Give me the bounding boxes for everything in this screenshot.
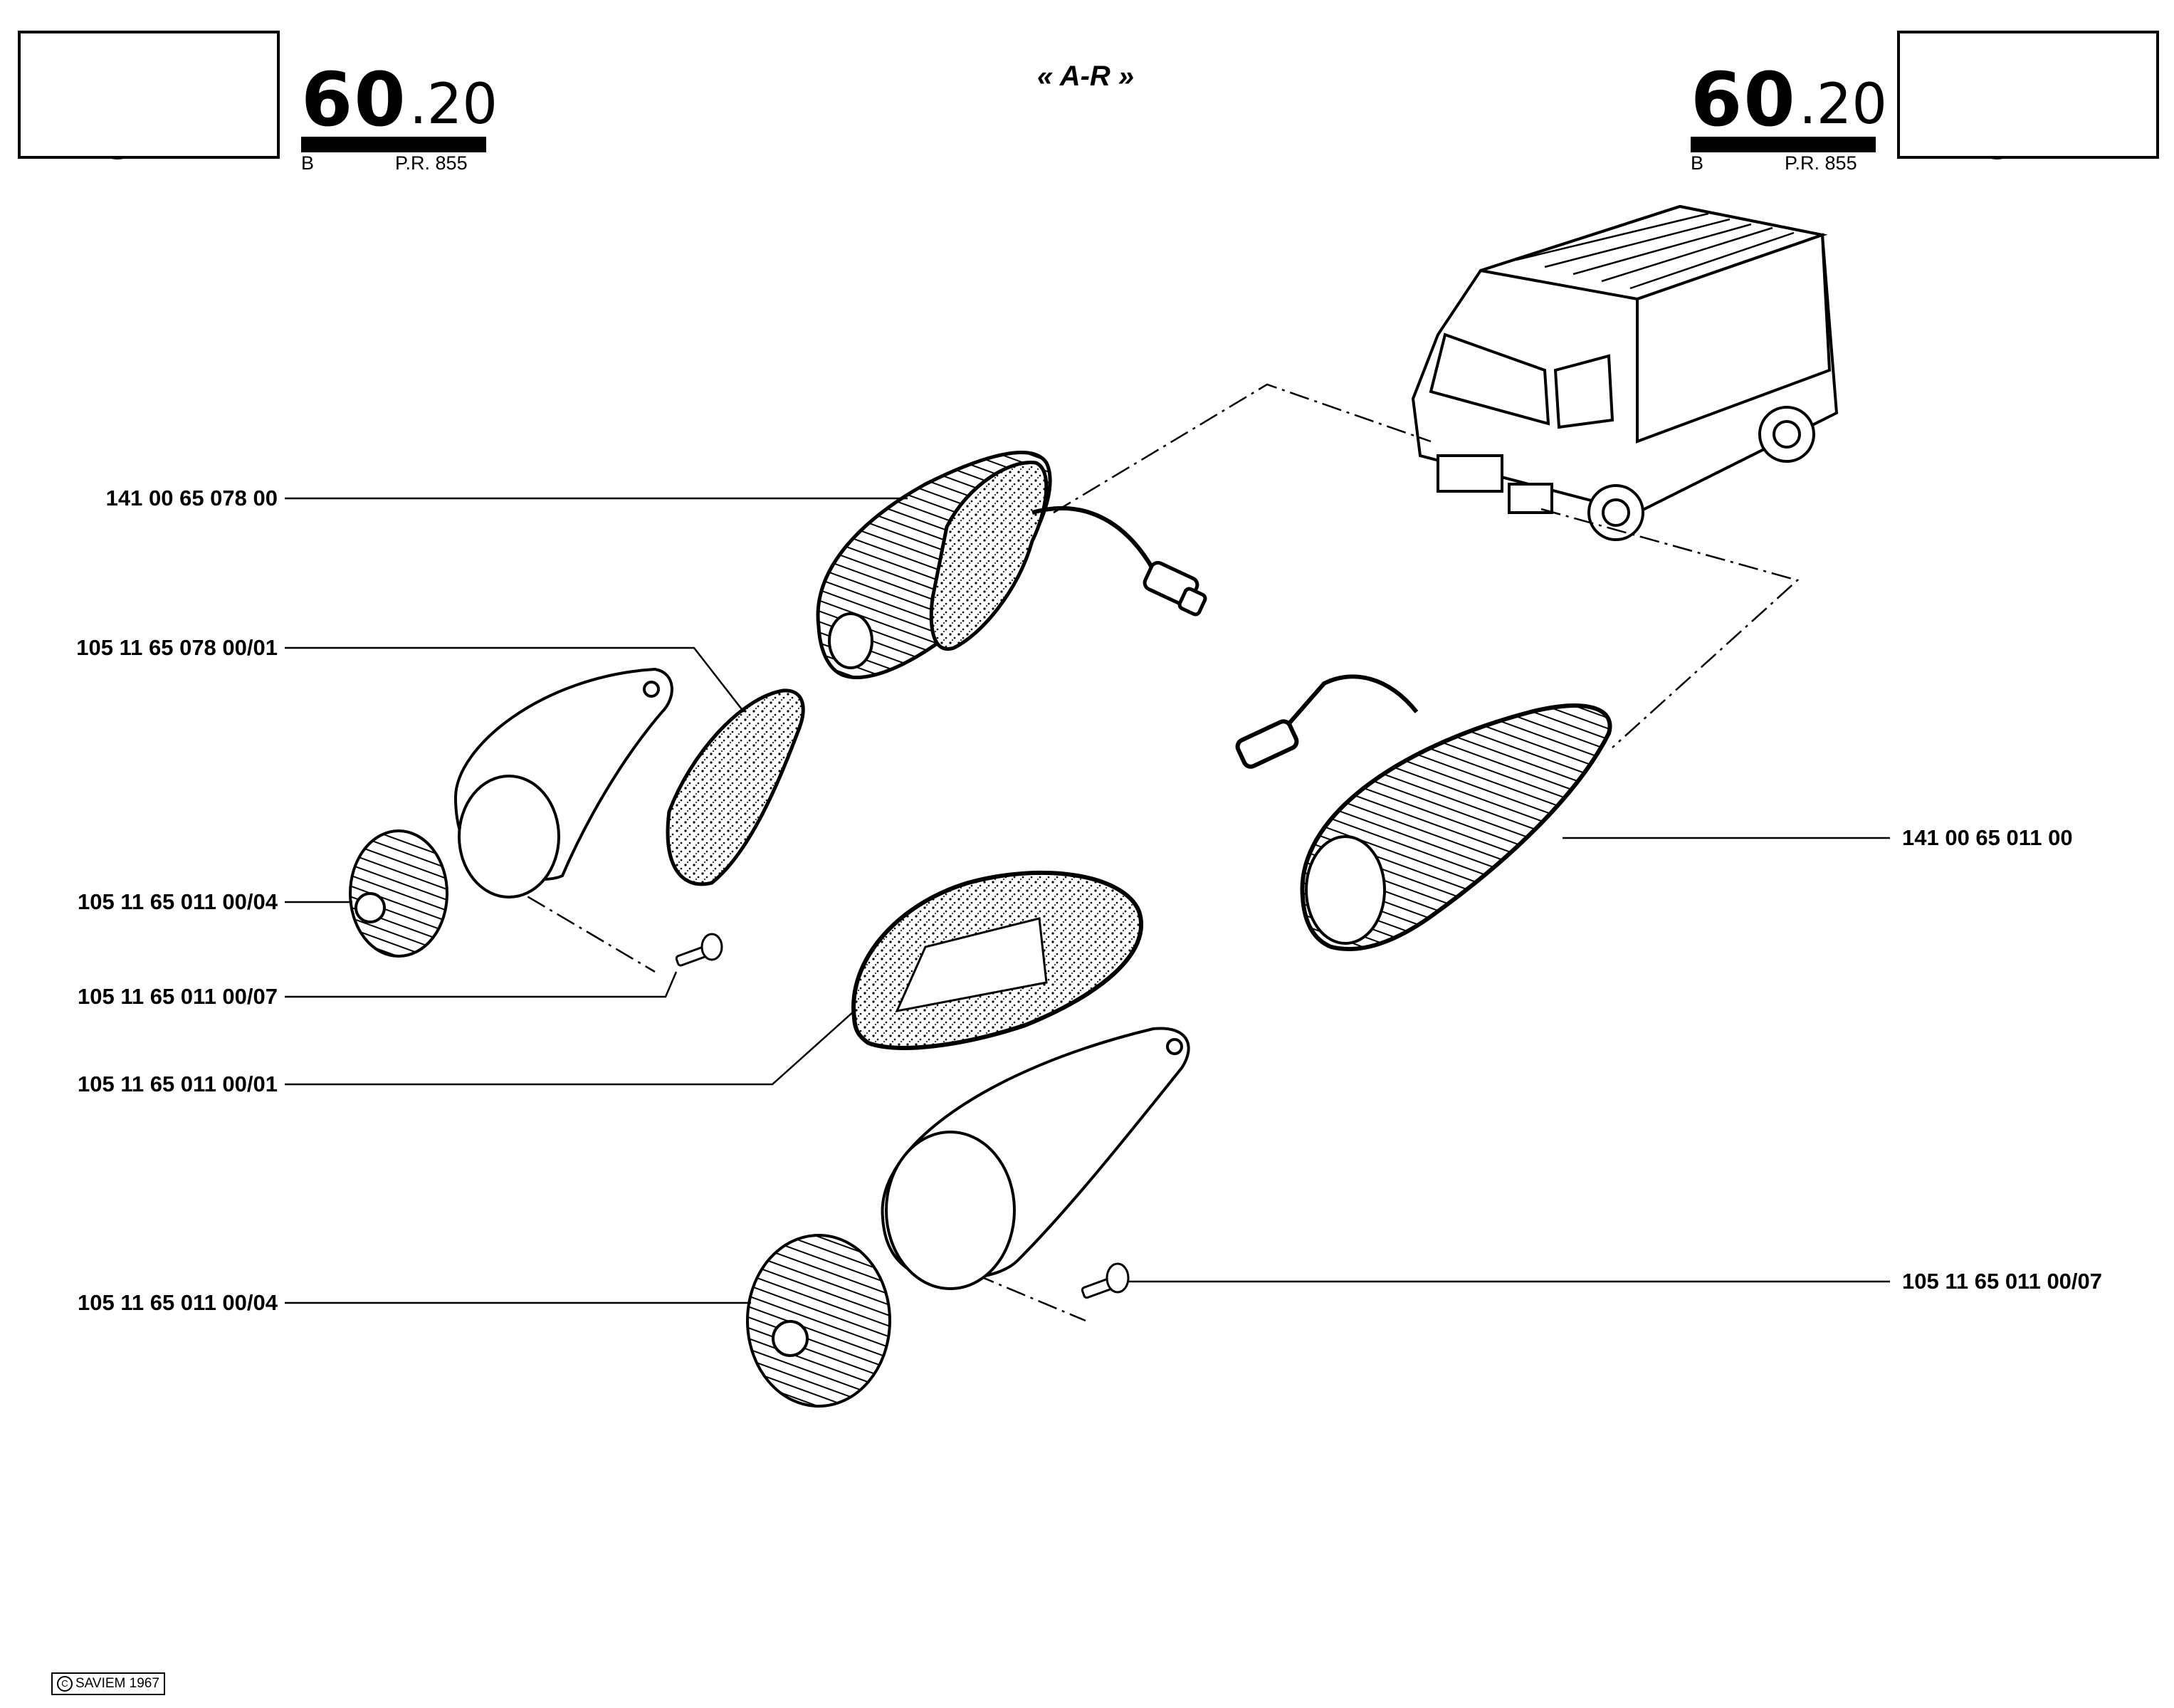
lamp-assembly-right — [1235, 674, 1612, 951]
ref-right: P.R. 855 — [1785, 152, 1857, 174]
part-label-6: 105 11 65 011 00/04 — [77, 1290, 278, 1315]
variant-left: B — [301, 152, 315, 174]
part-label-8: 105 11 65 011 00/07 — [1902, 1269, 2103, 1294]
variant-right: B — [1691, 152, 1704, 174]
section-code-right: 60 — [1691, 56, 1797, 143]
section-bar-right — [1691, 137, 1876, 152]
part-label-7: 141 00 65 011 00 — [1902, 825, 2073, 850]
part-label-1: 141 00 65 078 00 — [105, 486, 278, 510]
housing-011 — [851, 870, 1144, 1050]
lamp-thumbnail-right-frame — [1897, 31, 2159, 159]
copyright-stamp: C SAVIEM 1967 — [51, 1672, 165, 1695]
lamp-thumbnail-left-frame — [18, 31, 280, 159]
copyright-text: SAVIEM 1967 — [75, 1676, 159, 1691]
part-label-2: 105 11 65 078 00/01 — [76, 635, 278, 660]
copyright-icon: C — [57, 1676, 73, 1692]
lens-cover-011 — [881, 1027, 1190, 1290]
section-subcode-right: .20 — [1799, 73, 1888, 137]
lens-upper — [349, 829, 448, 958]
van-illustration — [1411, 204, 1839, 541]
lamp-assembly-upper — [816, 451, 1207, 679]
assembly-dashed-leaders — [498, 383, 1800, 1322]
section-bar-left — [301, 137, 486, 152]
label-leader-lines — [285, 497, 1890, 1304]
part-label-4: 105 11 65 011 00/07 — [77, 984, 278, 1009]
section-code-left: 60 — [301, 56, 407, 143]
screw-lower — [1081, 1262, 1130, 1299]
lens-lower — [746, 1234, 891, 1408]
part-label-3: 105 11 65 011 00/04 — [77, 889, 278, 914]
lens-cover-078 — [453, 667, 673, 898]
view-title: « A-R » — [1036, 61, 1135, 92]
part-label-5: 105 11 65 011 00/01 — [77, 1072, 278, 1096]
ref-left: P.R. 855 — [395, 152, 468, 174]
section-subcode-left: .20 — [409, 73, 498, 137]
screw-upper — [675, 933, 723, 967]
base-078 — [666, 688, 805, 886]
